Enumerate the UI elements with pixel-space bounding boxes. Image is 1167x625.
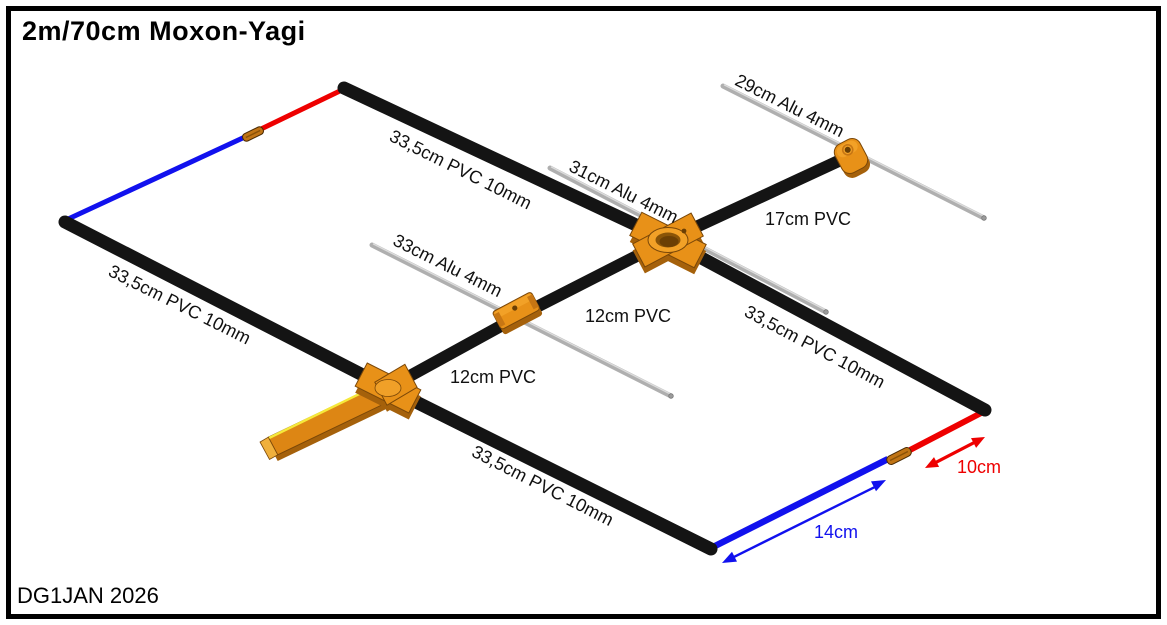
rod-holder-33cm-notch-left [493, 311, 506, 328]
label-rear-rod: 33cm Alu 4mm [390, 230, 505, 301]
rod-holder-33cm-notch-right [527, 294, 539, 310]
label-boom-front: 17cm PVC [765, 209, 851, 229]
label-dim-14cm: 14cm [814, 522, 858, 542]
driven-wire-top-left [257, 86, 346, 133]
label-boom-rear: 12cm PVC [450, 367, 536, 387]
center-cross-screw-hole [681, 228, 687, 234]
rear-cross-top-face [374, 379, 402, 397]
blue-dim-arrowhead-left [722, 551, 737, 563]
blue-dim-arrowhead-right [871, 480, 886, 492]
pvc-tube-spreader-bottom [381, 381, 718, 556]
director-rod-holder [833, 137, 871, 178]
insulator-top-left [242, 126, 264, 142]
center-cross-hole-inner [659, 236, 679, 247]
label-director-rod: 29cm Alu 4mm [732, 70, 847, 141]
director-holder-screw-hole [844, 146, 851, 153]
red-dim-arrowhead-right [971, 437, 985, 448]
pvc-tubes [58, 81, 992, 556]
author-credit: DG1JAN 2026 [17, 583, 159, 608]
insulator-bottom-right [886, 446, 912, 466]
red-dim-arrowhead-left [925, 457, 940, 468]
alu-rod-31cm-endcap [823, 309, 829, 315]
rear-cross-bracket [259, 362, 422, 461]
rod-holder-33cm [492, 292, 543, 335]
pvc-tube-spreader-right [661, 233, 992, 417]
center-cross-bracket [629, 211, 707, 275]
dimension-arrows [722, 437, 985, 563]
alu-rod-33cm-endcap [668, 393, 674, 399]
mast-arm-endcap [259, 436, 279, 461]
driven-wire-bottom-right [908, 409, 985, 453]
reflector-wire-bottom-right [711, 456, 890, 550]
alu-rod-29cm-endcap [981, 215, 987, 221]
label-boom-mid: 12cm PVC [585, 306, 671, 326]
pvc-tube-spreader-top [337, 81, 675, 247]
blue-dim-arrow-line [732, 485, 876, 559]
rod-holder-33cm-screw-hole [512, 305, 518, 311]
moxon-wires [64, 86, 985, 550]
outer-border [6, 6, 1161, 619]
pvc-tube-spreader-left [58, 215, 395, 395]
label-dim-10cm: 10cm [957, 457, 1001, 477]
director-holder-ring [841, 144, 854, 156]
reflector-wire-top-left [64, 133, 249, 223]
page-title: 2m/70cm Moxon-Yagi [22, 16, 306, 46]
red-dim-arrow-line [933, 440, 977, 465]
